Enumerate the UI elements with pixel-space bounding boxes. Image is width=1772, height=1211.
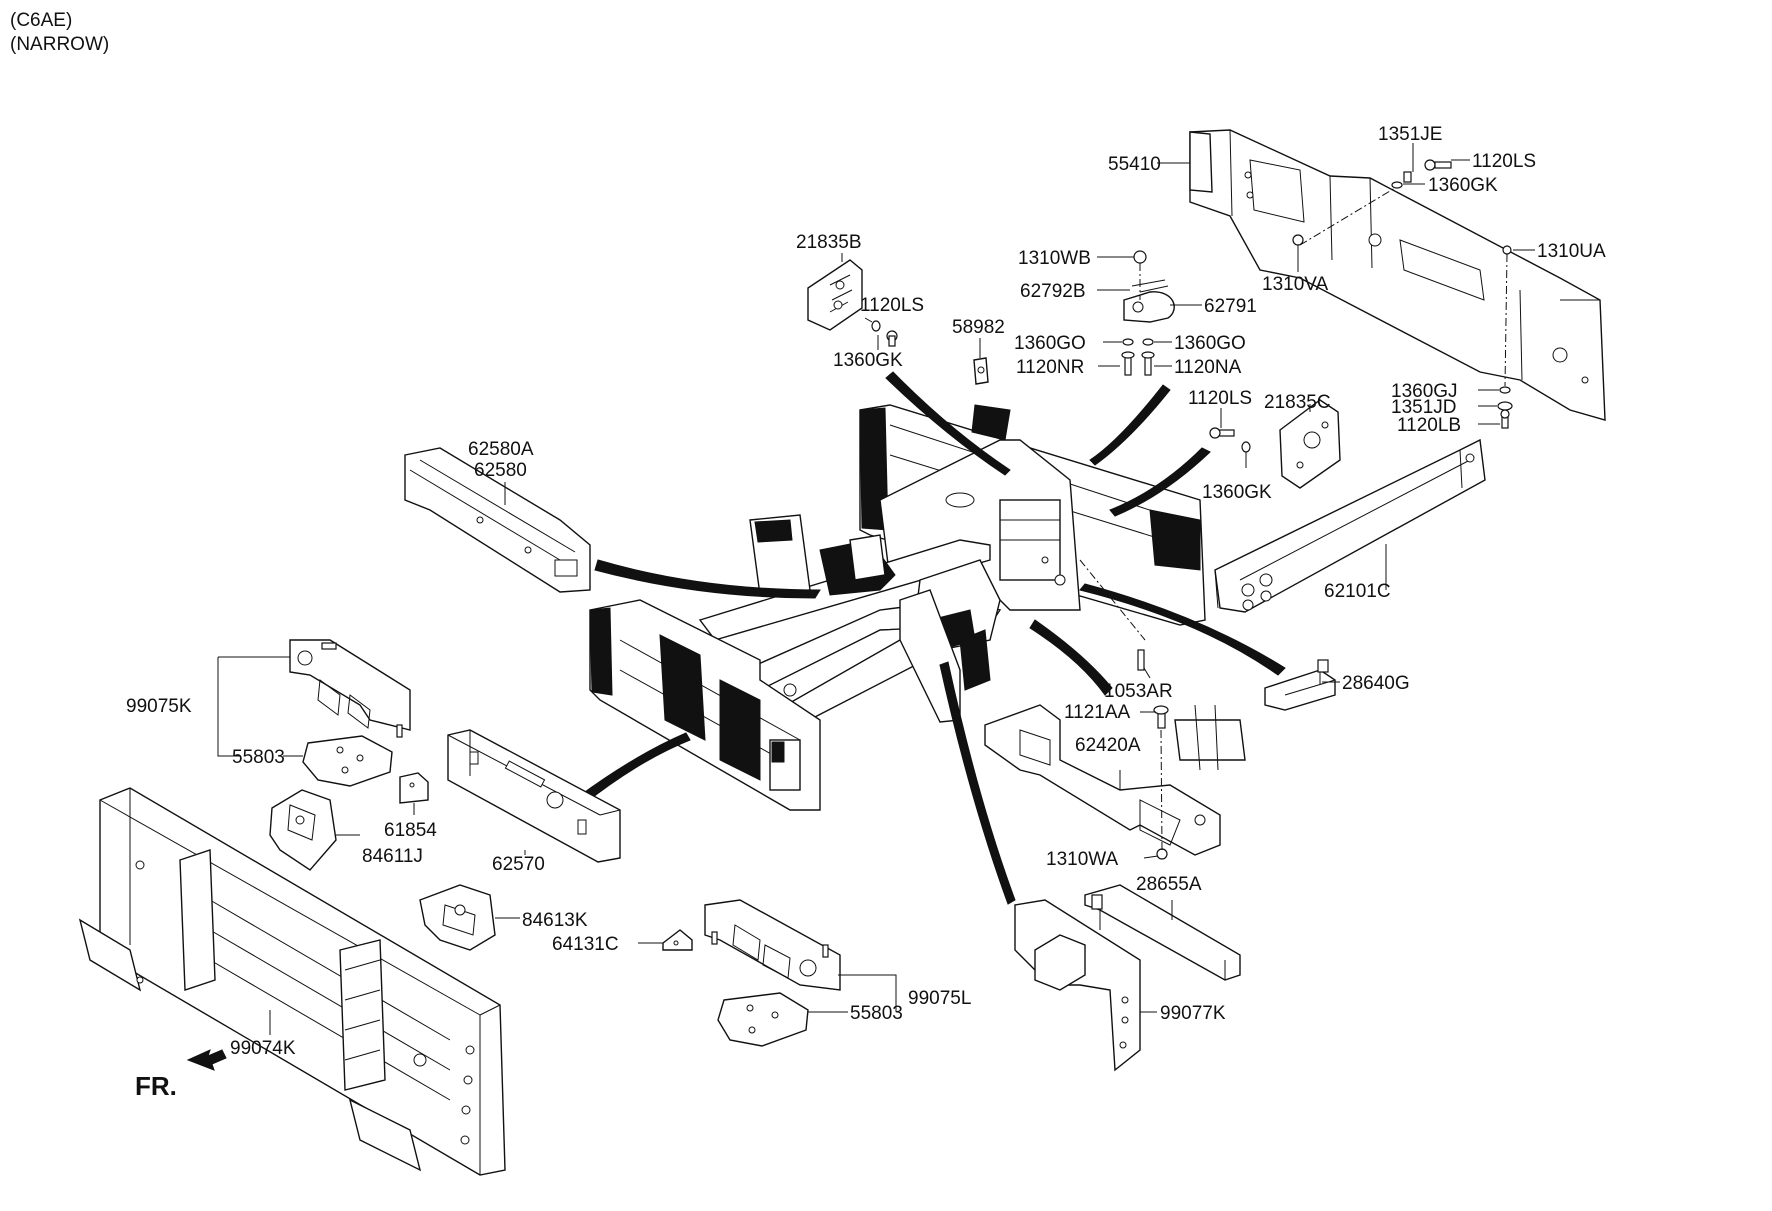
callout-1360GK-top: 1360GK xyxy=(1428,175,1498,196)
part-62792B[interactable] xyxy=(1131,279,1169,293)
callout-1360GK-21835C: 1360GK xyxy=(1202,482,1272,503)
model-code: (C6AE) xyxy=(10,10,72,31)
part-62580-side-rail[interactable] xyxy=(404,447,591,593)
fastener-1120LS-top[interactable] xyxy=(1424,159,1452,171)
callout-55803-left: 55803 xyxy=(232,747,285,768)
part-58982-plate[interactable] xyxy=(973,357,989,385)
callout-84613K: 84613K xyxy=(522,910,588,931)
part-55803-plate-left[interactable] xyxy=(302,735,393,787)
part-21835C-bracket[interactable] xyxy=(1279,399,1341,489)
fastener-1053AR[interactable] xyxy=(1137,649,1145,671)
callout-58982: 58982 xyxy=(952,317,1005,338)
callout-1120LS-top: 1120LS xyxy=(1472,151,1536,172)
callout-62791: 62791 xyxy=(1204,296,1257,317)
part-55803-plate-right[interactable] xyxy=(717,992,809,1047)
fastener-1360GK-21835C[interactable] xyxy=(1241,441,1251,453)
fastener-1121AA[interactable] xyxy=(1153,705,1169,729)
part-99077K-bracket[interactable] xyxy=(1014,899,1141,1072)
part-99074K-front-frame[interactable] xyxy=(78,787,506,1176)
callout-61854: 61854 xyxy=(384,820,437,841)
part-84611J-bracket[interactable] xyxy=(269,789,337,871)
callout-1360GJ: 1360GJ xyxy=(1391,381,1458,402)
callout-62420A: 62420A xyxy=(1075,735,1141,756)
front-arrow-icon xyxy=(186,1049,227,1071)
part-84613K-bracket[interactable] xyxy=(419,884,496,951)
callout-55410: 55410 xyxy=(1108,154,1161,175)
fastener-1360GK-top[interactable] xyxy=(1391,181,1403,189)
part-62420A-bracket[interactable] xyxy=(984,704,1246,856)
fastener-1120LS-21835C[interactable] xyxy=(1209,427,1235,439)
part-99075K-bracket[interactable] xyxy=(289,639,411,738)
fastener-1360GO-right[interactable] xyxy=(1142,338,1154,346)
callout-1310WB: 1310WB xyxy=(1018,248,1091,269)
callout-21835B: 21835B xyxy=(796,232,862,253)
callout-1120NR: 1120NR xyxy=(1016,357,1084,378)
callout-1351JE: 1351JE xyxy=(1378,124,1442,145)
callout-1121AA: 1121AA xyxy=(1064,702,1131,723)
callout-99075L: 99075L xyxy=(908,988,971,1009)
callout-84611J: 84611J xyxy=(362,846,423,867)
part-61854-plate[interactable] xyxy=(399,772,429,804)
fastener-1360GK-21835B[interactable] xyxy=(871,320,881,332)
callout-62792B: 62792B xyxy=(1020,281,1086,302)
callout-1310WA: 1310WA xyxy=(1046,849,1118,870)
callout-1360GK-21835B: 1360GK xyxy=(833,350,903,371)
fastener-1120LS-21835B[interactable] xyxy=(886,330,898,347)
fastener-1120NR[interactable] xyxy=(1121,351,1135,376)
fastener-1360GO-left[interactable] xyxy=(1122,338,1134,346)
part-21835B-bracket[interactable] xyxy=(807,259,863,331)
callout-1310VA: 1310VA xyxy=(1262,274,1329,295)
callout-1310UA: 1310UA xyxy=(1537,241,1606,262)
callout-1120NA: 1120NA xyxy=(1174,357,1242,378)
fastener-1310WA[interactable] xyxy=(1156,848,1168,860)
fastener-1351JD[interactable] xyxy=(1497,401,1513,411)
fastener-1351JE[interactable] xyxy=(1403,171,1412,183)
main-frame-assembly xyxy=(589,404,1206,811)
front-direction-label: FR. xyxy=(135,1071,177,1101)
callout-1360GO-right: 1360GO xyxy=(1174,333,1246,354)
callout-62580: 62580 xyxy=(474,460,527,481)
callout-64131C: 64131C xyxy=(552,934,619,955)
callout-62580A: 62580A xyxy=(468,439,534,460)
callout-28640G: 28640G xyxy=(1342,673,1410,694)
fastener-1310WB[interactable] xyxy=(1133,250,1147,264)
part-64131C-plate[interactable] xyxy=(662,929,693,951)
callout-99074K: 99074K xyxy=(230,1038,296,1059)
part-99075L-bracket[interactable] xyxy=(704,899,841,991)
callout-55803-right: 55803 xyxy=(850,1003,903,1024)
fastener-1360GJ[interactable] xyxy=(1499,386,1511,394)
fastener-1310VA[interactable] xyxy=(1292,234,1304,246)
part-28640G[interactable] xyxy=(1264,659,1336,711)
fastener-1120LB[interactable] xyxy=(1500,409,1510,429)
callout-1120LS-21835C: 1120LS xyxy=(1188,388,1252,409)
part-62570-crossmember[interactable] xyxy=(447,729,621,863)
callout-1053AR: 1053AR xyxy=(1104,681,1173,702)
callout-1120LS-21835B: 1120LS xyxy=(860,295,924,316)
callout-28655A: 28655A xyxy=(1136,874,1202,895)
fastener-1120NA[interactable] xyxy=(1141,351,1155,376)
fastener-1310UA[interactable] xyxy=(1502,245,1512,255)
callout-99075K: 99075K xyxy=(126,696,192,717)
leader-wedges xyxy=(577,371,1286,905)
part-28655A-bracket[interactable] xyxy=(1084,884,1241,981)
callout-62101C: 62101C xyxy=(1324,581,1391,602)
part-55410-rear-crossmember[interactable] xyxy=(1189,129,1606,421)
callout-1351JD: 1351JD xyxy=(1391,397,1457,418)
part-62791-tow-hook[interactable] xyxy=(1123,291,1175,323)
leader-lines xyxy=(217,143,1535,1035)
variant-label: (NARROW) xyxy=(10,34,109,55)
callout-99077K: 99077K xyxy=(1160,1003,1226,1024)
callout-21835C: 21835C xyxy=(1264,392,1331,413)
callout-62570: 62570 xyxy=(492,854,545,875)
callout-labels: 55410 1351JE 1120LS 1360GK 1310UA 1310VA… xyxy=(126,124,1606,1059)
callout-1120LB: 1120LB xyxy=(1397,415,1461,436)
callout-1360GO-left: 1360GO xyxy=(1014,333,1086,354)
part-62101C-crossmember[interactable] xyxy=(1214,438,1486,613)
